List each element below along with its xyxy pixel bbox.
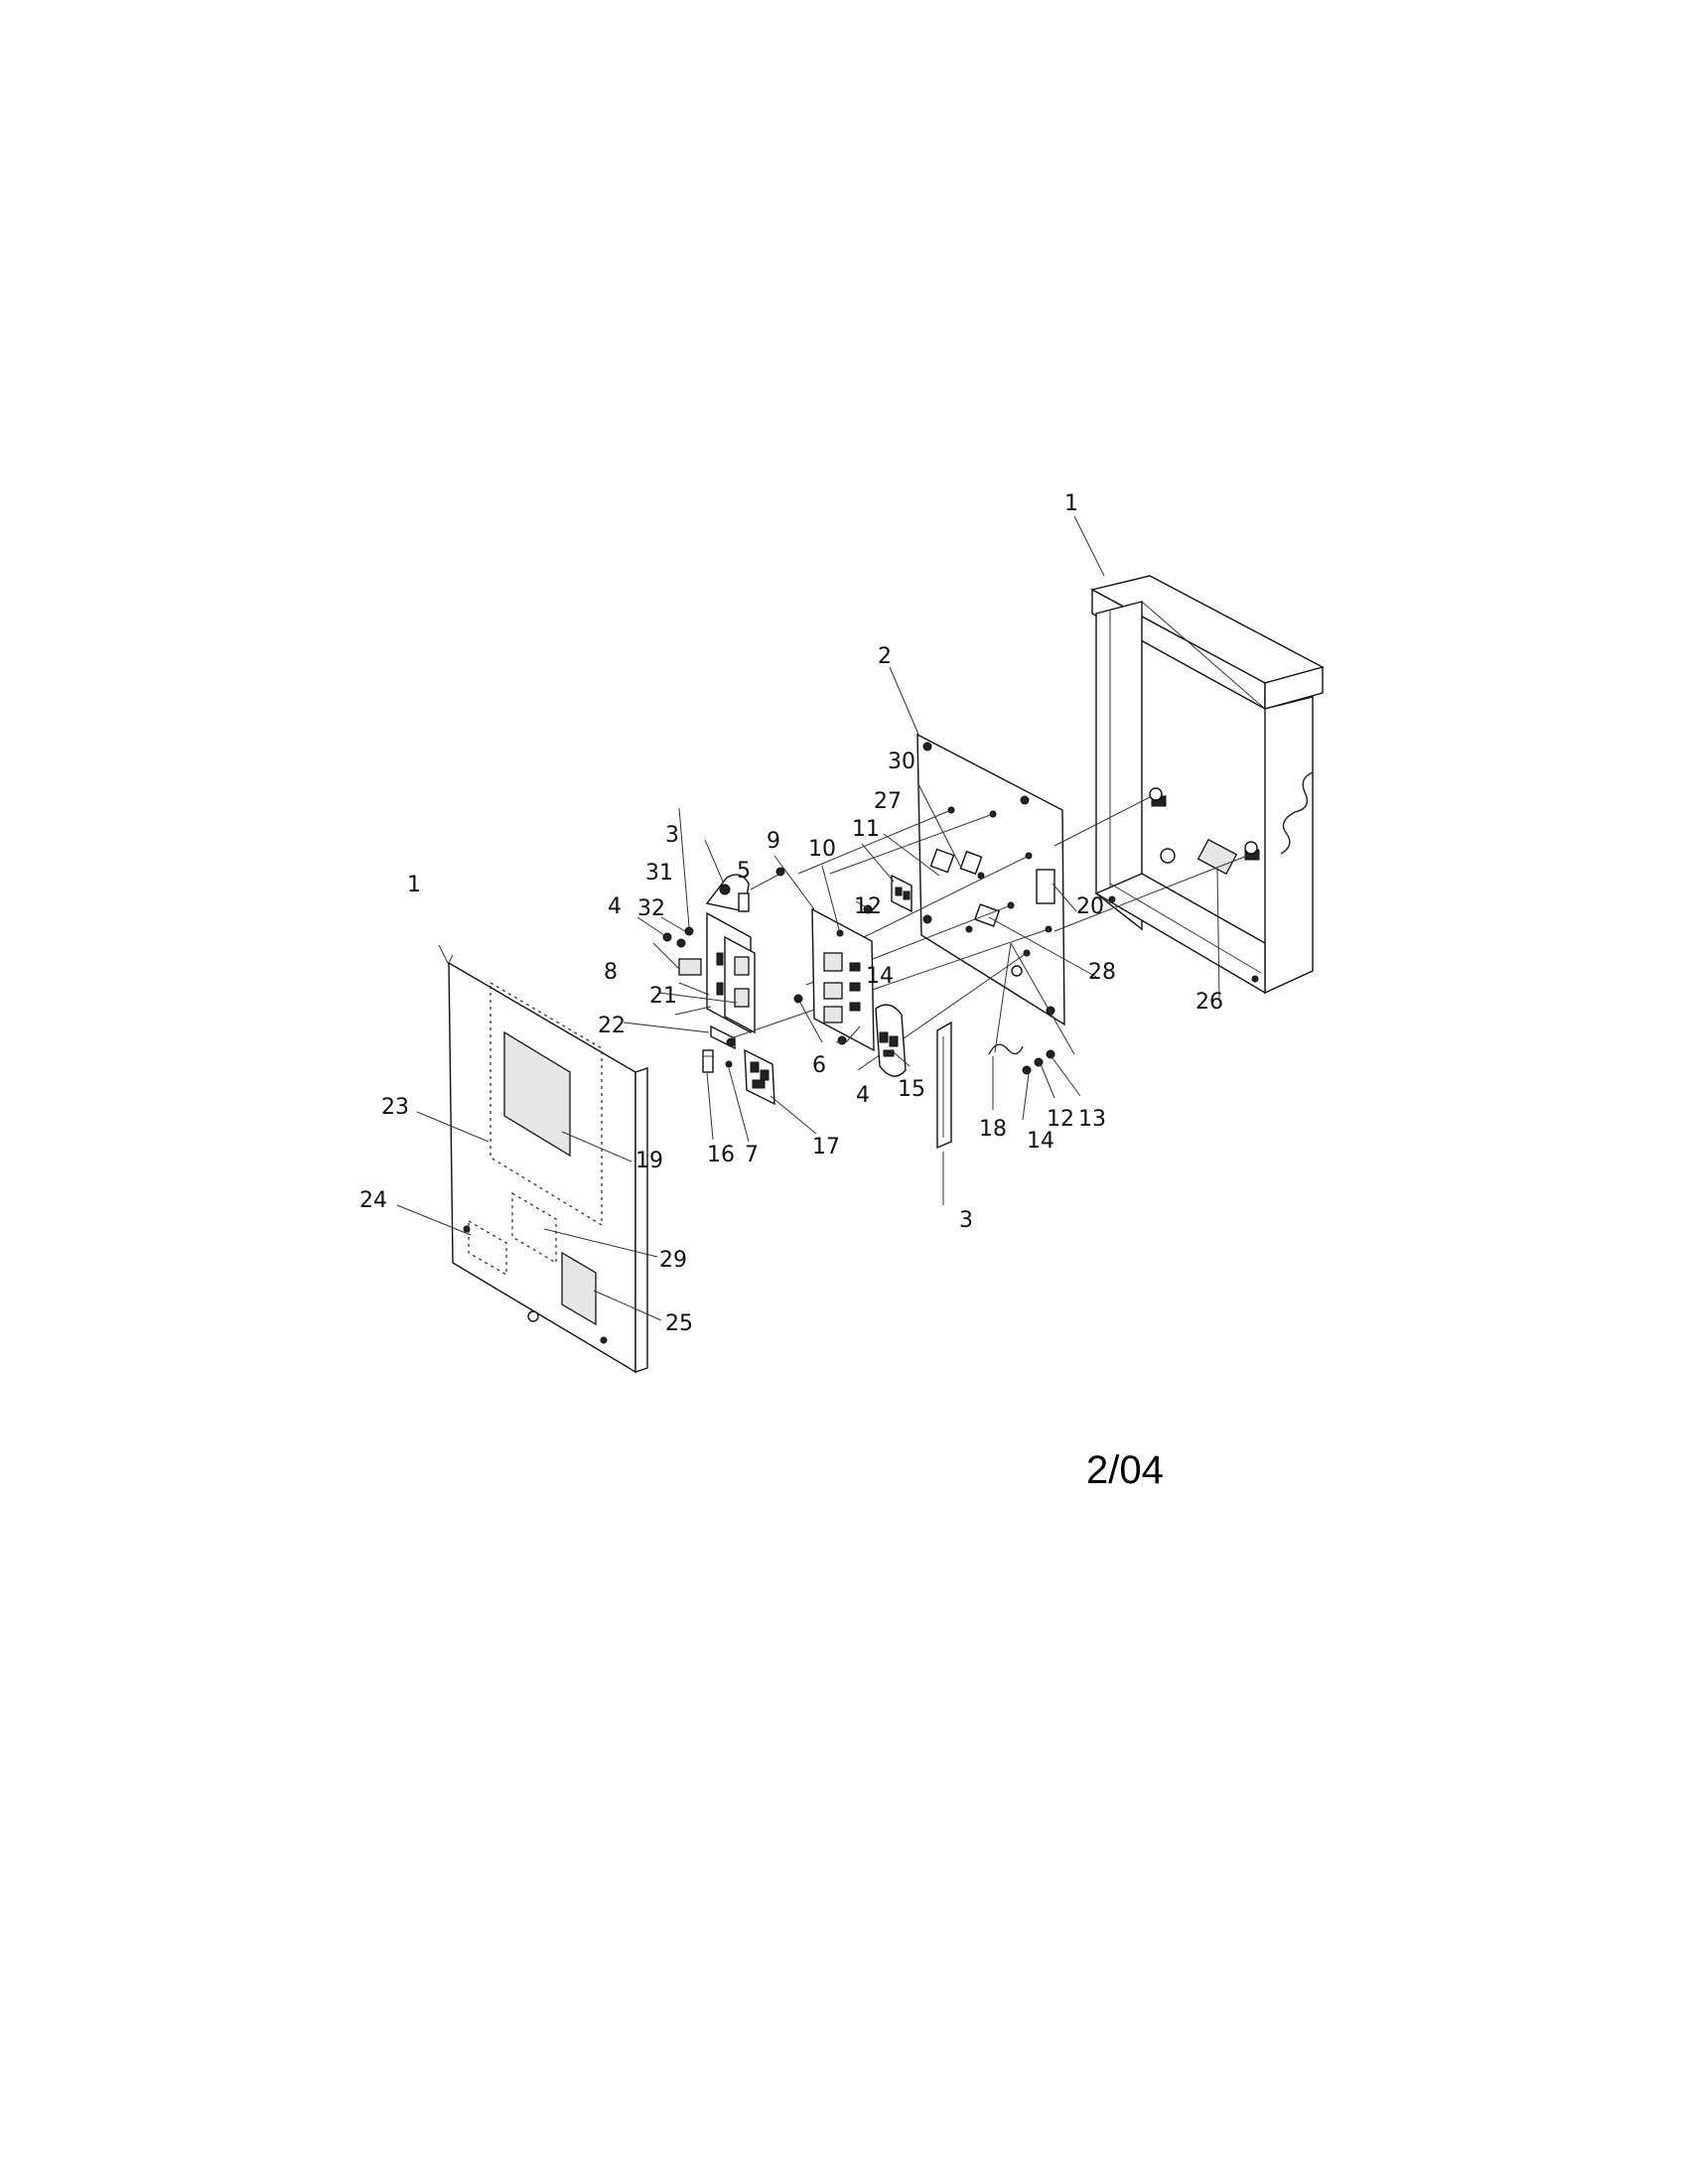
- callout-14a: 14: [866, 964, 894, 989]
- callout-15: 15: [898, 1077, 925, 1102]
- callout-30: 30: [888, 750, 915, 774]
- callout-20: 20: [1076, 894, 1104, 919]
- callout-bracket-top: 3: [665, 823, 679, 848]
- backplate-panel: [916, 733, 1065, 1026]
- callout-10: 10: [808, 837, 836, 862]
- callout-19: 19: [635, 1149, 663, 1173]
- callout-bracket-bottom: 3: [959, 1208, 973, 1233]
- callout-26: 26: [1195, 990, 1223, 1015]
- callout-9: 9: [767, 829, 780, 854]
- callout-screw-4b: 4: [856, 1083, 870, 1108]
- circuit-board: [811, 907, 875, 1052]
- callout-31: 31: [645, 861, 673, 886]
- callout-25: 25: [665, 1311, 693, 1336]
- breaker-small: [744, 1048, 775, 1106]
- front-cover-panel: [448, 954, 648, 1374]
- enclosure-box: [1090, 575, 1325, 995]
- breaker-assembly: [705, 874, 756, 1050]
- callout-23: 23: [381, 1095, 409, 1120]
- callout-22: 22: [598, 1014, 626, 1038]
- assembly-lines: [730, 795, 1248, 1071]
- callout-enclosure-top: 1: [1064, 491, 1078, 516]
- callout-5: 5: [737, 859, 751, 884]
- callout-screw-4a: 4: [608, 894, 622, 919]
- callout-17: 17: [812, 1135, 840, 1160]
- callout-32: 32: [637, 896, 665, 921]
- callout-12b: 12: [1047, 1107, 1074, 1132]
- callout-numbers: 1 2 30 27 11 10 9 5 3 31 32 4 8 21 22 12…: [359, 491, 1223, 1336]
- wire-harness: [988, 1043, 1024, 1055]
- terminal-block: [863, 874, 912, 914]
- callout-29: 29: [659, 1248, 687, 1273]
- leader-lines: [396, 515, 1220, 1321]
- date-code: 2/04: [1086, 1448, 1164, 1492]
- hardware-screws: [662, 787, 1258, 1075]
- callout-21: 21: [649, 984, 677, 1009]
- callout-8: 8: [604, 960, 618, 985]
- outlet-receptacle: [875, 1004, 907, 1077]
- callout-7: 7: [745, 1143, 759, 1167]
- mounting-bracket: [936, 1021, 952, 1150]
- callout-28: 28: [1088, 960, 1116, 985]
- callout-27: 27: [874, 789, 902, 814]
- fuse: [702, 1049, 714, 1073]
- callout-14b: 14: [1027, 1129, 1054, 1154]
- callout-18: 18: [979, 1117, 1007, 1142]
- callout-enclosure-front: 1: [407, 873, 421, 897]
- callout-11: 11: [852, 817, 880, 842]
- callout-12a: 12: [854, 894, 882, 919]
- callout-13: 13: [1078, 1107, 1106, 1132]
- callout-16: 16: [707, 1143, 735, 1167]
- callout-backplate: 2: [878, 644, 892, 669]
- callout-24: 24: [359, 1188, 387, 1213]
- callout-6: 6: [812, 1053, 826, 1078]
